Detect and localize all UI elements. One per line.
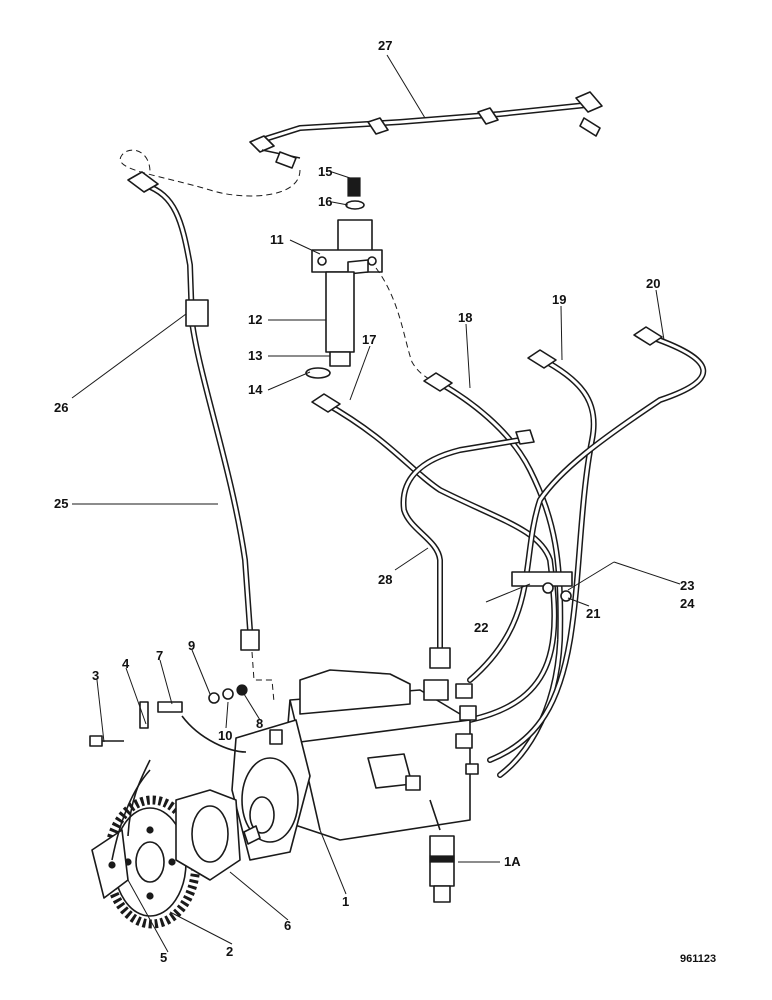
callout-12: 12 [248, 312, 262, 327]
callout-26: 26 [54, 400, 68, 415]
injector-assembly [305, 177, 383, 379]
injector-dashed-line [375, 267, 433, 383]
callout-15: 15 [318, 164, 332, 179]
stop-solenoid [429, 799, 455, 903]
callout-18: 18 [458, 310, 472, 325]
callout-21: 21 [586, 606, 600, 621]
callout-25: 25 [54, 496, 68, 511]
dashed-return-line [119, 149, 301, 197]
callout-1: 1 [342, 894, 349, 909]
callout-27: 27 [378, 38, 392, 53]
callout-8: 8 [256, 716, 263, 731]
callout-2: 2 [226, 944, 233, 959]
callout-16: 16 [318, 194, 332, 209]
callout-10: 10 [218, 728, 232, 743]
injection-pipes-bundle [311, 326, 707, 778]
callout-11: 11 [270, 232, 284, 247]
drawing-reference-number: 961123 [680, 953, 716, 965]
callout-22: 22 [474, 620, 488, 635]
callout-23: 23 [680, 578, 694, 593]
drive-gear-assembly [91, 759, 241, 929]
callout-9: 9 [188, 638, 195, 653]
leak-off-pipe-rail [249, 91, 603, 169]
callout-1A: 1A [504, 854, 521, 869]
callout-6: 6 [284, 918, 291, 933]
callout-20: 20 [646, 276, 660, 291]
callout-4: 4 [122, 656, 130, 671]
callout-17: 17 [362, 332, 376, 347]
callout-labels: 27 15 16 11 12 13 14 26 25 17 18 19 20 2… [54, 38, 716, 965]
callout-24: 24 [680, 596, 695, 611]
callout-14: 14 [248, 382, 263, 397]
leader-lines [71, 54, 681, 953]
fuel-injection-pump-body [231, 669, 479, 861]
pipe-25-dashed-drop [251, 651, 275, 703]
callout-5: 5 [160, 950, 167, 965]
callout-3: 3 [92, 668, 99, 683]
callout-28: 28 [378, 572, 392, 587]
callout-13: 13 [248, 348, 262, 363]
callout-19: 19 [552, 292, 566, 307]
injection-pipe-25-26 [127, 171, 260, 651]
fasteners [89, 684, 248, 753]
callout-7: 7 [156, 648, 163, 663]
